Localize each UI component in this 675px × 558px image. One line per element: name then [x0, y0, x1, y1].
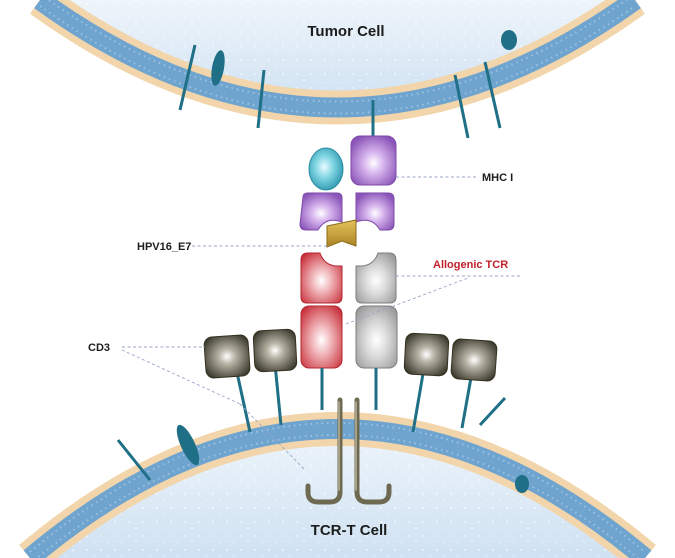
mhc-alpha3-domain-icon	[350, 135, 397, 186]
cd3-subunit-icon	[252, 328, 298, 426]
peptide-antigen-icon	[326, 219, 357, 248]
cd3-subunit-icon	[203, 334, 252, 433]
tcr-beta-variable-icon	[355, 252, 397, 304]
tumor-cell-label: Tumor Cell	[307, 23, 384, 40]
tumor-cell: Tumor Cell	[30, 0, 645, 139]
tcr-complex	[300, 252, 398, 410]
mhc-alpha2-domain-icon	[355, 192, 395, 231]
cd3-label: CD3	[88, 342, 110, 354]
tcr-t-cell-label: TCR-T Cell	[311, 522, 388, 539]
mhc-label: MHC I	[482, 172, 513, 184]
cd3-subunit-icon	[403, 332, 450, 433]
tcr-alpha-variable-icon	[300, 252, 343, 304]
tcr-beta-constant-icon	[355, 305, 398, 369]
leader-lines	[121, 176, 520, 471]
peptide-label: HPV16_E7	[137, 241, 191, 253]
beta2-microglobulin-icon	[308, 147, 344, 191]
tumor-membrane-lipids	[46, 0, 629, 103]
cd3-subunits	[203, 328, 498, 433]
tumor-membrane-core	[34, 0, 641, 118]
membrane-protein-icon	[116, 396, 529, 493]
cd3-subunit-icon	[450, 338, 498, 429]
membrane-protein-icon	[178, 30, 517, 139]
tcr-t-cell: TCR-T Cell	[19, 396, 656, 558]
intracellular-tail-icon	[305, 397, 392, 505]
intracellular-tail-highlight	[338, 401, 357, 491]
mhc-complex	[299, 100, 397, 248]
tcr-alpha-constant-icon	[300, 305, 343, 369]
tumor-membrane-lipids-inner	[39, 5, 636, 115]
tcr-t-membrane-lipids-inner	[35, 434, 640, 558]
cd3-leader-extension	[239, 403, 306, 471]
tcr-label: Allogenic TCR	[433, 259, 508, 271]
mhc-alpha1-domain-icon	[299, 192, 343, 231]
tcr-t-membrane-lipids	[29, 422, 646, 553]
tcr-t-membrane-core	[23, 419, 652, 558]
